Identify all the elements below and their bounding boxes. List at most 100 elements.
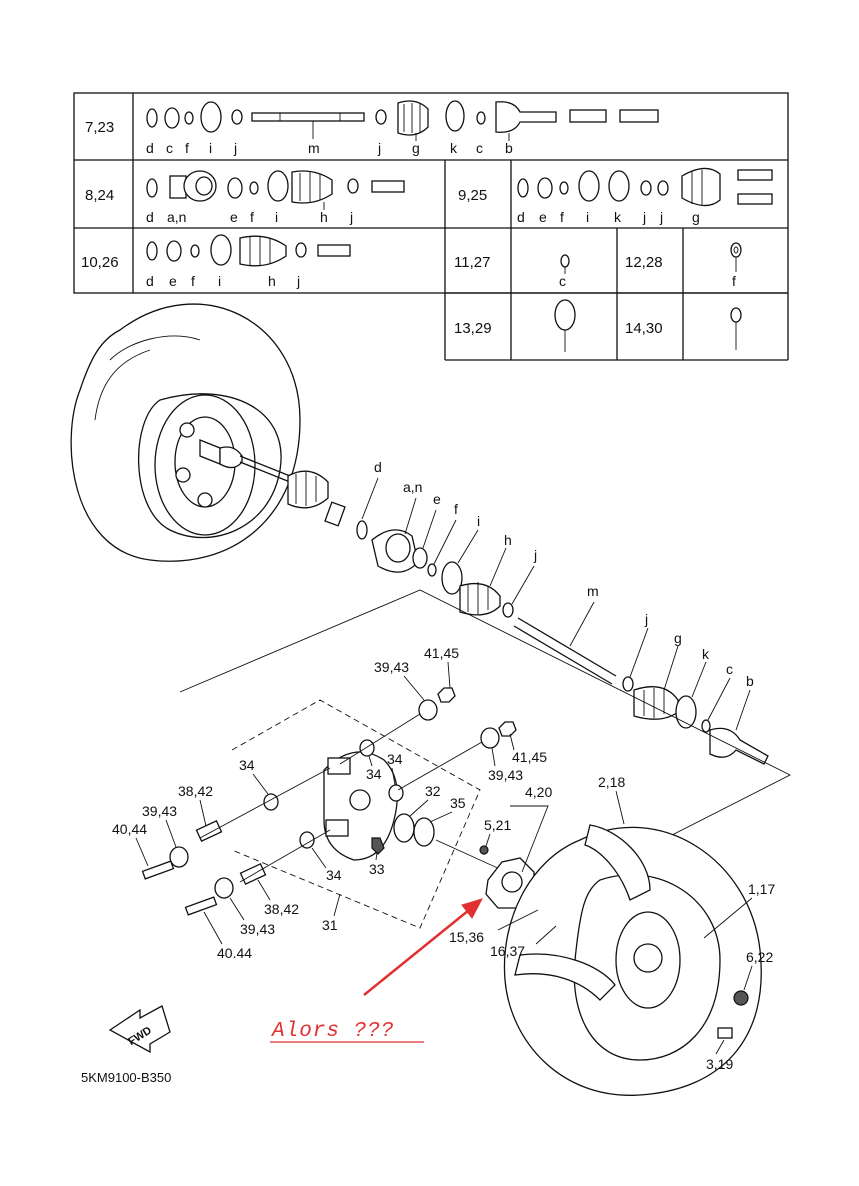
letter-b: b: [505, 140, 513, 156]
row-label-14-30: 14,30: [625, 320, 663, 337]
letter-f: f: [191, 273, 195, 289]
callout-15-36: 15,36: [449, 929, 484, 945]
callout-16-37: 16,37: [490, 943, 525, 959]
drive-shaft-assembly: d a,n e f i h j m j: [199, 439, 769, 765]
letter-e: e: [169, 273, 177, 289]
row-9-25-letters: d e f i k j j g: [517, 209, 700, 225]
cell-11-27: c: [559, 254, 570, 289]
callout-39-43-top: 39,43: [374, 659, 409, 675]
letter-g: g: [692, 209, 700, 225]
callout-1-17: 1,17: [748, 881, 775, 897]
callout-34-c: 34: [239, 757, 255, 773]
callout-34-d: 34: [326, 867, 342, 883]
letter-j: j: [659, 209, 663, 225]
label-a-n: a,n: [403, 479, 422, 495]
letter-d: d: [146, 209, 154, 225]
label-c: c: [726, 661, 733, 677]
letter-h: h: [320, 209, 328, 225]
row-label-9-25: 9,25: [458, 187, 487, 204]
letter-c: c: [559, 273, 566, 289]
label-f: f: [454, 501, 458, 517]
row-10-26-parts: [146, 234, 351, 267]
letter-j: j: [642, 209, 646, 225]
letter-d: d: [146, 273, 154, 289]
label-h: h: [504, 532, 512, 548]
label-e: e: [433, 491, 441, 507]
label-b: b: [746, 673, 754, 689]
callout-35: 35: [450, 795, 466, 811]
callout-39-43-left: 39,43: [142, 803, 177, 819]
callout-38-42-bottom: 38,42: [264, 901, 299, 917]
letter-i: i: [218, 273, 221, 289]
letter-d: d: [517, 209, 525, 225]
callout-5-21: 5,21: [484, 817, 511, 833]
letter-j: j: [377, 140, 381, 156]
annotation-text: Alors ???: [270, 1020, 394, 1043]
letter-k: k: [450, 140, 458, 156]
callout-39-43-right: 39,43: [488, 767, 523, 783]
label-g: g: [674, 630, 682, 646]
label-j1: j: [533, 547, 537, 563]
callout-41-45-top: 41,45: [424, 645, 459, 661]
row-8-24-parts: [146, 170, 405, 204]
row-label-13-29: 13,29: [454, 320, 492, 337]
cell-14-30: j: [730, 307, 742, 350]
row-9-25-parts: [517, 167, 773, 207]
callout-39-43-bottom: 39,43: [240, 921, 275, 937]
letter-j: j: [233, 140, 237, 156]
letter-e: e: [539, 209, 547, 225]
row-label-11-27: 11,27: [454, 254, 490, 271]
red-annotation: Alors ???: [270, 898, 483, 1043]
row-label-7-23: 7,23: [85, 119, 114, 136]
label-k: k: [702, 646, 710, 662]
letter-f: f: [732, 273, 736, 289]
callout-38-42-left: 38,42: [178, 783, 213, 799]
row-7-23-letters: d c f i j m j g k c b: [146, 121, 513, 156]
rear-right-wheel: [503, 824, 762, 1096]
rear-left-wheel: [70, 303, 301, 562]
callout-6-22: 6,22: [746, 949, 773, 965]
row-10-26-letters: d e f i h j: [146, 273, 300, 289]
row-label-10-26: 10,26: [81, 254, 119, 271]
label-i: i: [477, 513, 480, 529]
callout-32: 32: [425, 783, 441, 799]
letter-j: j: [349, 209, 353, 225]
letter-j: j: [296, 273, 300, 289]
label-d: d: [374, 459, 382, 475]
letter-g: g: [412, 140, 420, 156]
label-m: m: [587, 583, 599, 599]
letter-e: e: [230, 209, 238, 225]
row-label-8-24: 8,24: [85, 187, 114, 204]
letter-c: c: [476, 140, 483, 156]
letter-m: m: [308, 140, 320, 156]
callout-labels: 39,43 41,45 34 34 34 41,45 39,43 38,42 3…: [112, 645, 775, 1072]
callout-41-45-right: 41,45: [512, 749, 547, 765]
letter-a-n: a,n: [167, 209, 186, 225]
letter-d: d: [146, 140, 154, 156]
row-label-12-28: 12,28: [625, 254, 663, 271]
cell-12-28: f: [730, 242, 742, 289]
callout-40-44-left: 40,44: [112, 821, 147, 837]
letter-h: h: [268, 273, 276, 289]
cell-13-29: i: [554, 299, 576, 352]
callout-31: 31: [322, 917, 338, 933]
callout-2-18: 2,18: [598, 774, 625, 790]
letter-f: f: [250, 209, 254, 225]
letter-k: k: [614, 209, 622, 225]
diagram-code: 5KM9100-B350: [81, 1070, 171, 1085]
callout-34-b: 34: [366, 766, 382, 782]
fwd-arrow: FWD: [108, 1005, 171, 1054]
row-7-23-parts: [146, 100, 659, 136]
callout-40-44-bottom: 40.44: [217, 945, 252, 961]
letter-c: c: [166, 140, 173, 156]
knuckle-assembly: [141, 589, 791, 961]
callout-3-19: 3,19: [706, 1056, 733, 1072]
callout-4-20: 4,20: [525, 784, 552, 800]
callout-34-a: 34: [387, 751, 403, 767]
letter-i: i: [586, 209, 589, 225]
letter-i: i: [275, 209, 278, 225]
parts-table: 7,23 8,24 9,25 10,26 11,27 12,28 13,29 1…: [73, 92, 789, 361]
letter-i: i: [209, 140, 212, 156]
letter-f: f: [560, 209, 564, 225]
